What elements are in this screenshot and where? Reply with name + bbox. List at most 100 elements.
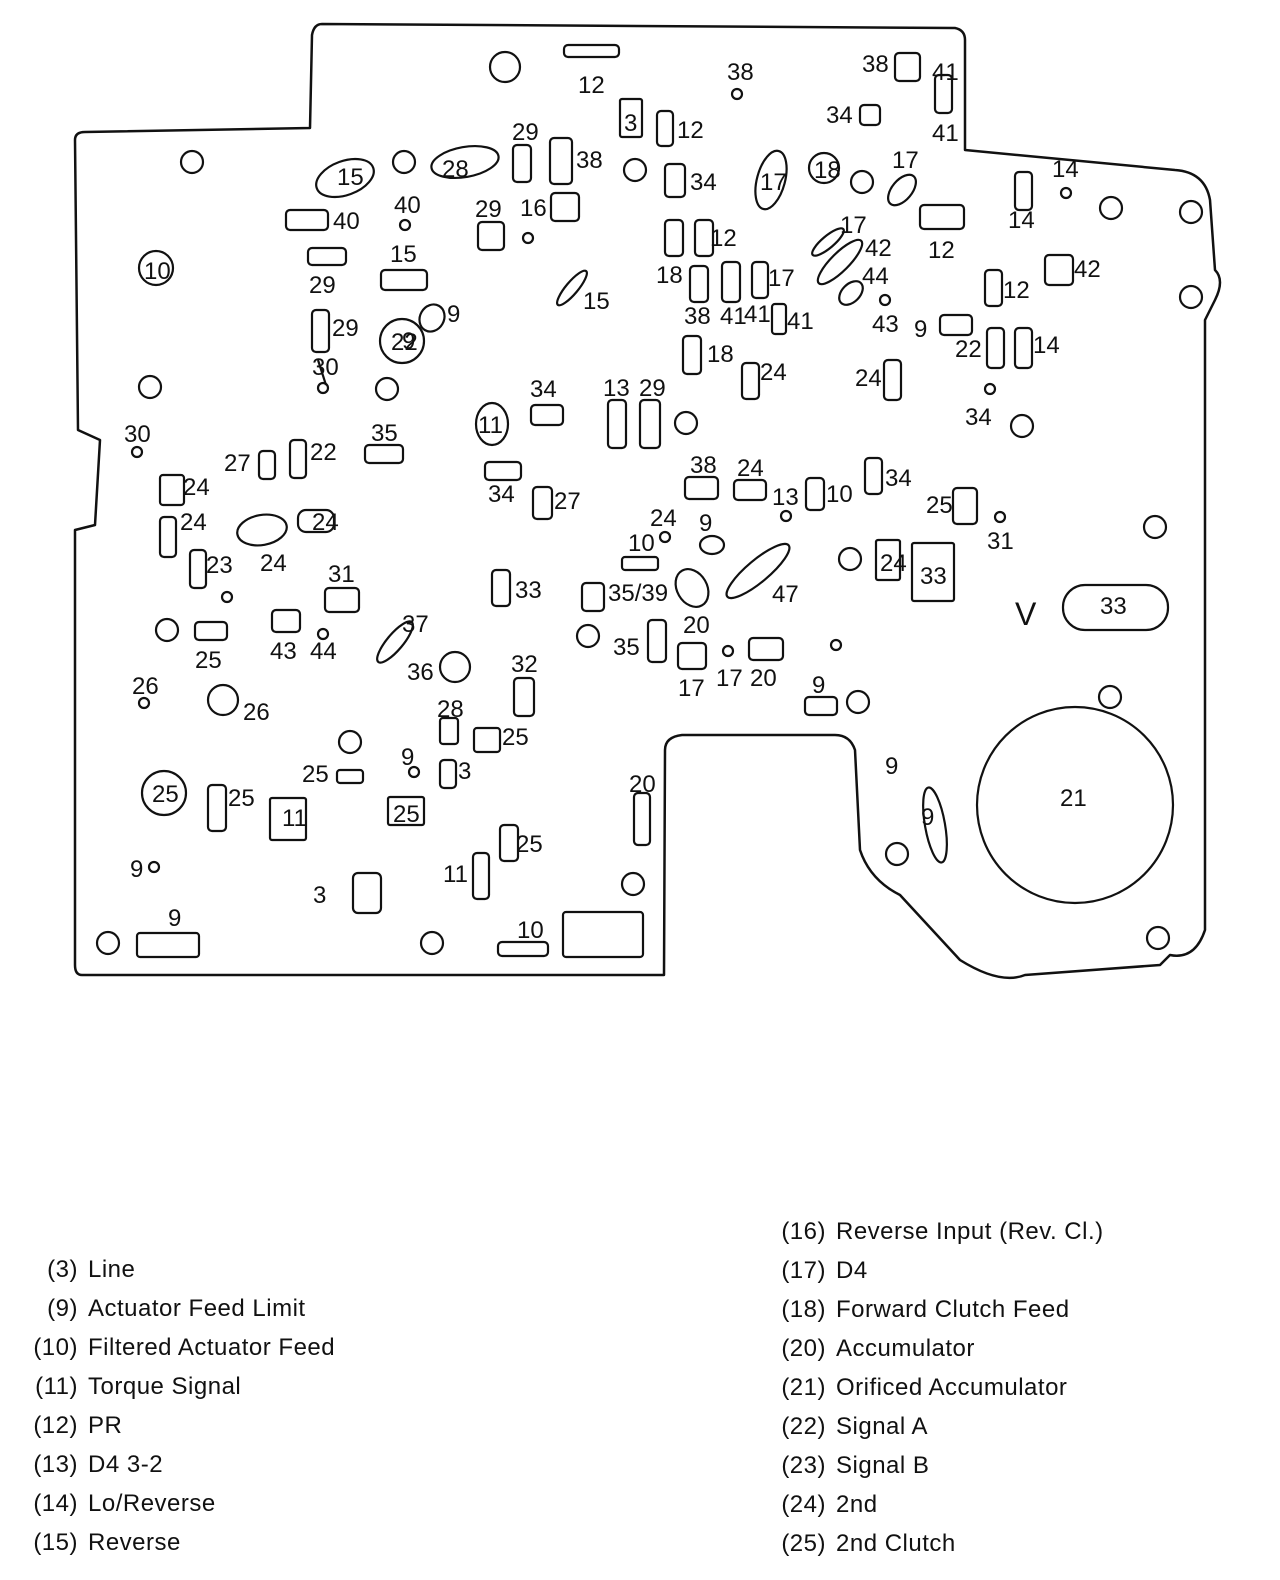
port-hole	[391, 149, 417, 175]
port-label: 30	[124, 421, 151, 448]
legend-row: (15)Reverse	[20, 1523, 335, 1562]
port-label: 20	[683, 612, 710, 639]
oval-port	[236, 513, 288, 547]
port-label: 9	[812, 672, 825, 699]
rect-port	[284, 208, 330, 232]
small-hole	[779, 509, 793, 523]
legend-name: Filtered Actuator Feed	[88, 1334, 336, 1361]
port-label: 9	[130, 856, 143, 883]
port-label: 41	[744, 301, 771, 328]
rect-port	[476, 220, 506, 252]
legend-number: (11)	[35, 1373, 78, 1400]
rect-port	[951, 486, 979, 526]
port-label: 24	[183, 474, 210, 501]
port-label: 38	[690, 452, 717, 479]
oval-port	[754, 149, 788, 211]
marker-v: V	[1015, 596, 1037, 632]
port-label: 24	[650, 505, 677, 532]
oval-port	[315, 157, 375, 199]
circled-port	[378, 317, 426, 365]
oval-port	[418, 303, 446, 333]
port-label: 9	[447, 301, 460, 328]
port-label: 33	[1100, 593, 1127, 620]
port-label: 15	[583, 288, 610, 315]
rect-port	[863, 456, 884, 496]
small-hole	[130, 445, 144, 459]
port-label: 41	[932, 59, 959, 86]
port-label: 33	[920, 563, 947, 590]
port-hole	[849, 169, 875, 195]
rect-port	[874, 538, 902, 582]
port-label: 12	[677, 117, 704, 144]
small-hole	[398, 218, 412, 232]
port-label: 24	[880, 550, 907, 577]
port-label: 34	[826, 102, 853, 129]
port-label: 10	[628, 530, 655, 557]
rect-port	[483, 460, 523, 482]
oval-port	[887, 173, 917, 207]
port-label: 10	[144, 258, 171, 285]
port-label: 11	[282, 805, 307, 832]
port-label: 13	[603, 375, 630, 402]
rect-port	[750, 260, 770, 300]
oval-port	[698, 534, 726, 556]
port-label: 25	[393, 801, 420, 828]
port-label: 20	[629, 771, 656, 798]
rect-port	[472, 726, 502, 754]
small-hole	[407, 765, 421, 779]
rect-port	[562, 43, 621, 59]
small-hole	[658, 530, 672, 544]
port-hole	[137, 374, 163, 400]
port-label: 25	[195, 647, 222, 674]
port-label: 43	[872, 311, 899, 338]
rect-port	[882, 358, 903, 402]
port-label: 20	[750, 665, 777, 692]
oval-port	[816, 238, 864, 286]
port-hole	[337, 729, 363, 755]
legend-name: 2nd Clutch	[836, 1530, 956, 1557]
port-label: 15	[390, 241, 417, 268]
port-label: 3	[313, 882, 326, 909]
rect-port	[257, 449, 277, 481]
legend-name: Actuator Feed Limit	[88, 1295, 306, 1322]
port-label: 47	[772, 581, 799, 608]
legend-name: Signal A	[836, 1413, 929, 1440]
legend-row: (17)D4	[768, 1251, 1104, 1290]
port-label: 14	[1008, 207, 1035, 234]
rect-port	[363, 443, 405, 465]
rect-port	[561, 910, 645, 959]
rect-port	[438, 758, 458, 790]
port-label: 14	[1052, 156, 1079, 183]
port-label: 3	[624, 110, 637, 137]
legend-name: Accumulator	[836, 1335, 975, 1362]
port-hole	[1142, 514, 1168, 540]
port-label: 18	[707, 341, 734, 368]
rect-port	[512, 676, 536, 718]
legend-row: (16)Reverse Input (Rev. Cl.)	[768, 1212, 1104, 1251]
port-label: 17	[760, 169, 787, 196]
port-label: 38	[727, 59, 754, 86]
rect-port	[335, 768, 365, 785]
port-hole	[374, 376, 400, 402]
rect-port	[438, 716, 460, 746]
small-hole	[137, 696, 151, 710]
legend-number: (10)	[33, 1334, 78, 1361]
port-hole	[1098, 195, 1124, 221]
port-label: 21	[1060, 785, 1087, 812]
legend-name: Lo/Reverse	[88, 1490, 216, 1517]
legend-number: (13)	[33, 1451, 78, 1478]
port-hole	[154, 617, 180, 643]
legend-row: (9)Actuator Feed Limit	[20, 1289, 335, 1328]
port-label: 40	[333, 208, 360, 235]
rect-port	[620, 555, 660, 572]
rect-port	[193, 620, 229, 642]
port-label: 41	[787, 308, 814, 335]
legend-number: (24)	[781, 1491, 826, 1518]
small-hole	[730, 87, 744, 101]
legend-row: (21)Orificed Accumulator	[768, 1368, 1104, 1407]
legend-row: (24)2nd	[768, 1485, 1104, 1524]
rect-port	[1043, 253, 1075, 287]
legend-number: (20)	[781, 1335, 826, 1362]
port-label: 3	[458, 758, 471, 785]
rect-port	[918, 203, 966, 231]
